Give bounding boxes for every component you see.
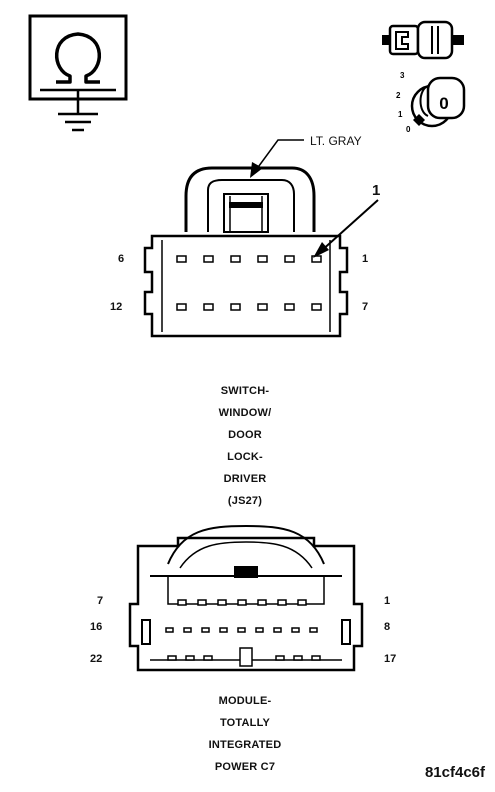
js27-pin-label-6: 6 xyxy=(118,253,125,265)
c7-pin-cavity xyxy=(309,627,318,633)
js27-pin-label-7: 7 xyxy=(362,301,369,313)
c7-pin-label-1: 1 xyxy=(384,595,391,607)
js27-pin-cavity xyxy=(203,303,214,311)
c7-pin-label-7: 7 xyxy=(97,595,104,607)
c7-pin-cavity xyxy=(217,599,227,606)
ignition-key-icon: 3 2 1 0 0 xyxy=(396,71,466,134)
c7-pin-cavity xyxy=(237,599,247,606)
key-position-2: 2 xyxy=(396,91,401,100)
c7-pin-cavity xyxy=(311,655,321,661)
c7-caption-line: MODULE- xyxy=(218,695,272,707)
c7-pin-cavity xyxy=(185,655,195,661)
js27-pin-label-1: 1 xyxy=(362,253,369,265)
js27-pin-cavity xyxy=(203,255,214,263)
key-position-0: 0 xyxy=(406,125,411,134)
c7-pin-cavity xyxy=(273,627,282,633)
callout-lt-gray-label: LT. GRAY xyxy=(310,134,362,148)
c7-pin-cavity xyxy=(201,627,210,633)
js27-caption-line: (JS27) xyxy=(227,495,263,507)
c7-pin-cavity xyxy=(297,599,307,606)
reference-id: 81cf4c6f xyxy=(424,764,485,781)
c7-pin-cavities xyxy=(165,599,321,667)
js27-pin-cavity xyxy=(257,303,268,311)
ground-omega-icon xyxy=(28,14,128,132)
c7-pin-cavity xyxy=(183,627,192,633)
c7-caption-line: TOTALLY xyxy=(219,717,271,729)
js27-caption-line: SWITCH- xyxy=(220,385,270,397)
c7-caption-line: POWER C7 xyxy=(214,761,276,773)
c7-pin-cavity xyxy=(167,655,177,661)
key-position-1: 1 xyxy=(398,110,403,119)
c7-caption: MODULE- TOTALLY INTEGRATED POWER C7 xyxy=(160,690,330,778)
js27-pin-cavity xyxy=(311,303,322,311)
js27-caption-line: LOCK- xyxy=(227,451,263,463)
c7-caption-line: INTEGRATED xyxy=(208,739,282,751)
c7-pin-cavity xyxy=(177,599,187,606)
c7-pin-cavity xyxy=(237,627,246,633)
js27-pin-cavity xyxy=(230,303,241,311)
c7-pin-cavity xyxy=(293,655,303,661)
js27-caption-line: DRIVER xyxy=(223,473,267,485)
key-label: 0 xyxy=(439,94,448,113)
c7-pin-cavity xyxy=(219,627,228,633)
c7-pin-cavity xyxy=(165,627,174,633)
c7-pin-label-8: 8 xyxy=(384,621,391,633)
c7-pin-cavity xyxy=(203,655,213,661)
connector-js27-drawing xyxy=(143,139,379,338)
js27-pin-cavity xyxy=(284,303,295,311)
c7-pin-label-17: 17 xyxy=(384,653,397,665)
c7-pin-cavity xyxy=(275,655,285,661)
c7-pin-cavity xyxy=(257,599,267,606)
connector-c7-drawing xyxy=(128,524,364,672)
callout-pin-1-number: 1 xyxy=(372,182,381,199)
js27-pin-cavity xyxy=(311,255,322,263)
c7-pin-label-22: 22 xyxy=(90,653,103,665)
js27-pin-cavity xyxy=(230,255,241,263)
c7-pin-cavity xyxy=(255,627,264,633)
c7-pin-cavity xyxy=(197,599,207,606)
js27-caption-line: WINDOW/ xyxy=(218,407,272,419)
c7-pin-cavity xyxy=(277,599,287,606)
c7-pin-cavity xyxy=(291,627,300,633)
js27-pin-cavities xyxy=(176,255,322,311)
c7-pin-label-16: 16 xyxy=(90,621,103,633)
js27-pin-cavity xyxy=(257,255,268,263)
js27-caption-line: DOOR xyxy=(228,429,262,441)
js27-pin-cavity xyxy=(284,255,295,263)
ignition-plug-icon xyxy=(382,20,464,60)
js27-pin-cavity xyxy=(176,303,187,311)
js27-pin-cavity xyxy=(176,255,187,263)
c7-pin-cavity xyxy=(239,647,253,667)
key-position-3: 3 xyxy=(400,71,405,80)
js27-pin-label-12: 12 xyxy=(110,301,123,313)
js27-caption: SWITCH- WINDOW/ DOOR LOCK- DRIVER (JS27) xyxy=(160,380,330,512)
